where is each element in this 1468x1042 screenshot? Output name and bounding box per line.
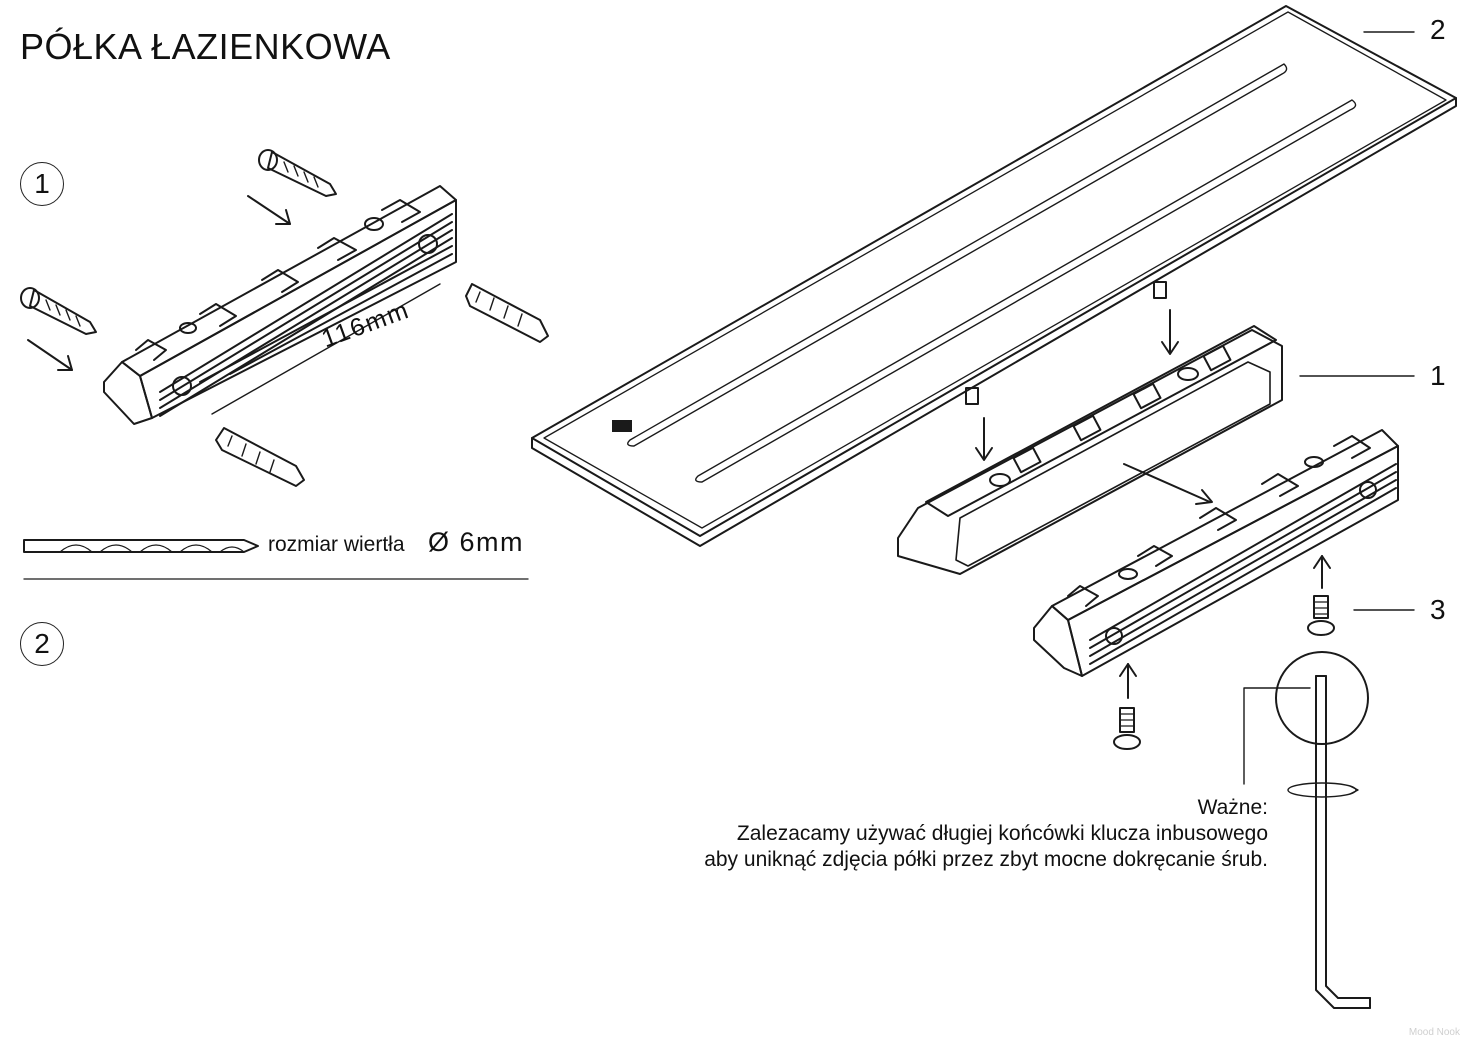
drill-size-value: Ø 6mm [428, 527, 525, 557]
drill-size-label: rozmiar wiertła [268, 533, 405, 556]
note-heading: Ważne: [1197, 796, 1268, 819]
important-note: Ważne: Zalezacamy używać długiej końcówk… [704, 795, 1268, 873]
wall-plug-right [465, 283, 549, 343]
callout-shelf: 2 [1430, 14, 1446, 45]
note-line-1: Zalezacamy używać długiej końcówki klucz… [736, 822, 1268, 845]
glass-shelf [531, 5, 1457, 547]
hex-key-icon [1275, 651, 1371, 1009]
arrow-icon-1 [247, 195, 291, 225]
screw-icon-left [1113, 707, 1141, 750]
page-title: PÓŁKA ŁAZIENKOWA [20, 26, 391, 67]
arrow-icon-4 [1161, 309, 1179, 355]
wall-bracket-step1 [103, 185, 457, 425]
wall-plug-bottom [215, 427, 305, 487]
step-number-2: 2 [20, 622, 64, 666]
step-number-1: 1 [20, 162, 64, 206]
arrow-icon-7 [1119, 663, 1137, 699]
note-leader-line [1243, 687, 1311, 785]
screw-top-step1 [258, 149, 337, 197]
screw-left-step1 [20, 287, 97, 335]
arrow-icon-5 [1123, 463, 1213, 505]
drill-bit-icon [23, 539, 259, 553]
note-line-2: aby uniknąć zdjęcia półki przez zbyt moc… [704, 848, 1268, 871]
arrow-icon-6 [1313, 555, 1331, 589]
arrow-icon-3 [975, 417, 993, 461]
callout-bracket: 1 [1430, 360, 1446, 391]
screw-icon-right [1307, 595, 1335, 636]
watermark: Mood Nook [1408, 1027, 1460, 1038]
arrow-icon-2 [27, 339, 73, 371]
wall-bracket-step2 [1033, 429, 1399, 677]
callout-screw: 3 [1430, 594, 1446, 625]
shelf-support [897, 325, 1283, 575]
dimension-line [211, 283, 441, 415]
